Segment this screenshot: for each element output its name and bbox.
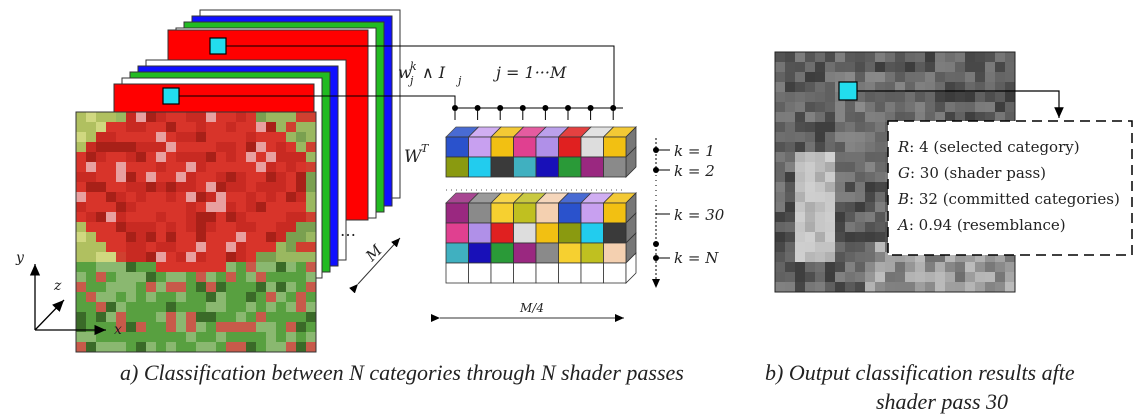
k-label-30: k = 30	[674, 206, 725, 224]
caption-b-line1: b) Output classification results afte	[765, 360, 1075, 385]
matrix-superscript: T	[421, 142, 430, 155]
selected-pixel-top	[209, 37, 227, 55]
depth-arrow	[348, 237, 401, 294]
svg-text:k: k	[410, 60, 417, 73]
svg-text:∧ I: ∧ I	[422, 63, 446, 82]
y-axis-label: y	[15, 250, 25, 266]
bus-taps	[452, 105, 617, 120]
output-info-box	[887, 120, 1133, 256]
svg-text:w: w	[398, 63, 412, 82]
width-label: M/4	[519, 301, 544, 315]
connector-lines	[179, 45, 623, 109]
weight-expression: w k j ∧ I j	[398, 60, 462, 87]
matrix-label: W	[404, 147, 423, 167]
selected-pixel-front	[162, 87, 180, 105]
z-axis-label: z	[53, 278, 62, 294]
k-label-n: k = N	[674, 249, 719, 267]
depth-label: M	[361, 241, 386, 266]
svg-text:B: 32 (committed categories): B: 32 (committed categories)	[897, 190, 1120, 208]
axes: y z x	[15, 250, 122, 338]
caption-a: a) Classification between N categories t…	[120, 360, 684, 385]
svg-text:G: 30 (shader pass): G: 30 (shader pass)	[898, 164, 1046, 182]
k-label-1: k = 1	[674, 142, 715, 160]
weight-cubes	[445, 126, 637, 284]
plane-ellipsis: …	[340, 221, 356, 240]
x-axis-label: x	[114, 322, 122, 338]
index-range-label: j = 1···M	[493, 63, 567, 82]
svg-text:j: j	[407, 74, 414, 87]
caption-b-line2: shader pass 30	[876, 389, 1009, 414]
svg-text:j: j	[455, 74, 462, 87]
k-label-2: k = 2	[674, 162, 715, 180]
output-info-lines: R: 4 (selected category) G: 30 (shader p…	[896, 138, 1120, 234]
svg-text:R: 4 (selected category): R: 4 (selected category)	[897, 138, 1080, 156]
input-image	[75, 111, 317, 353]
output-selected-pixel	[838, 81, 858, 101]
k-index: k = 1 k = 2 k = 30 k = N	[652, 138, 725, 288]
output-connector	[857, 90, 1064, 118]
svg-text:A: 0.94 (resemblance): A: 0.94 (resemblance)	[896, 216, 1066, 234]
